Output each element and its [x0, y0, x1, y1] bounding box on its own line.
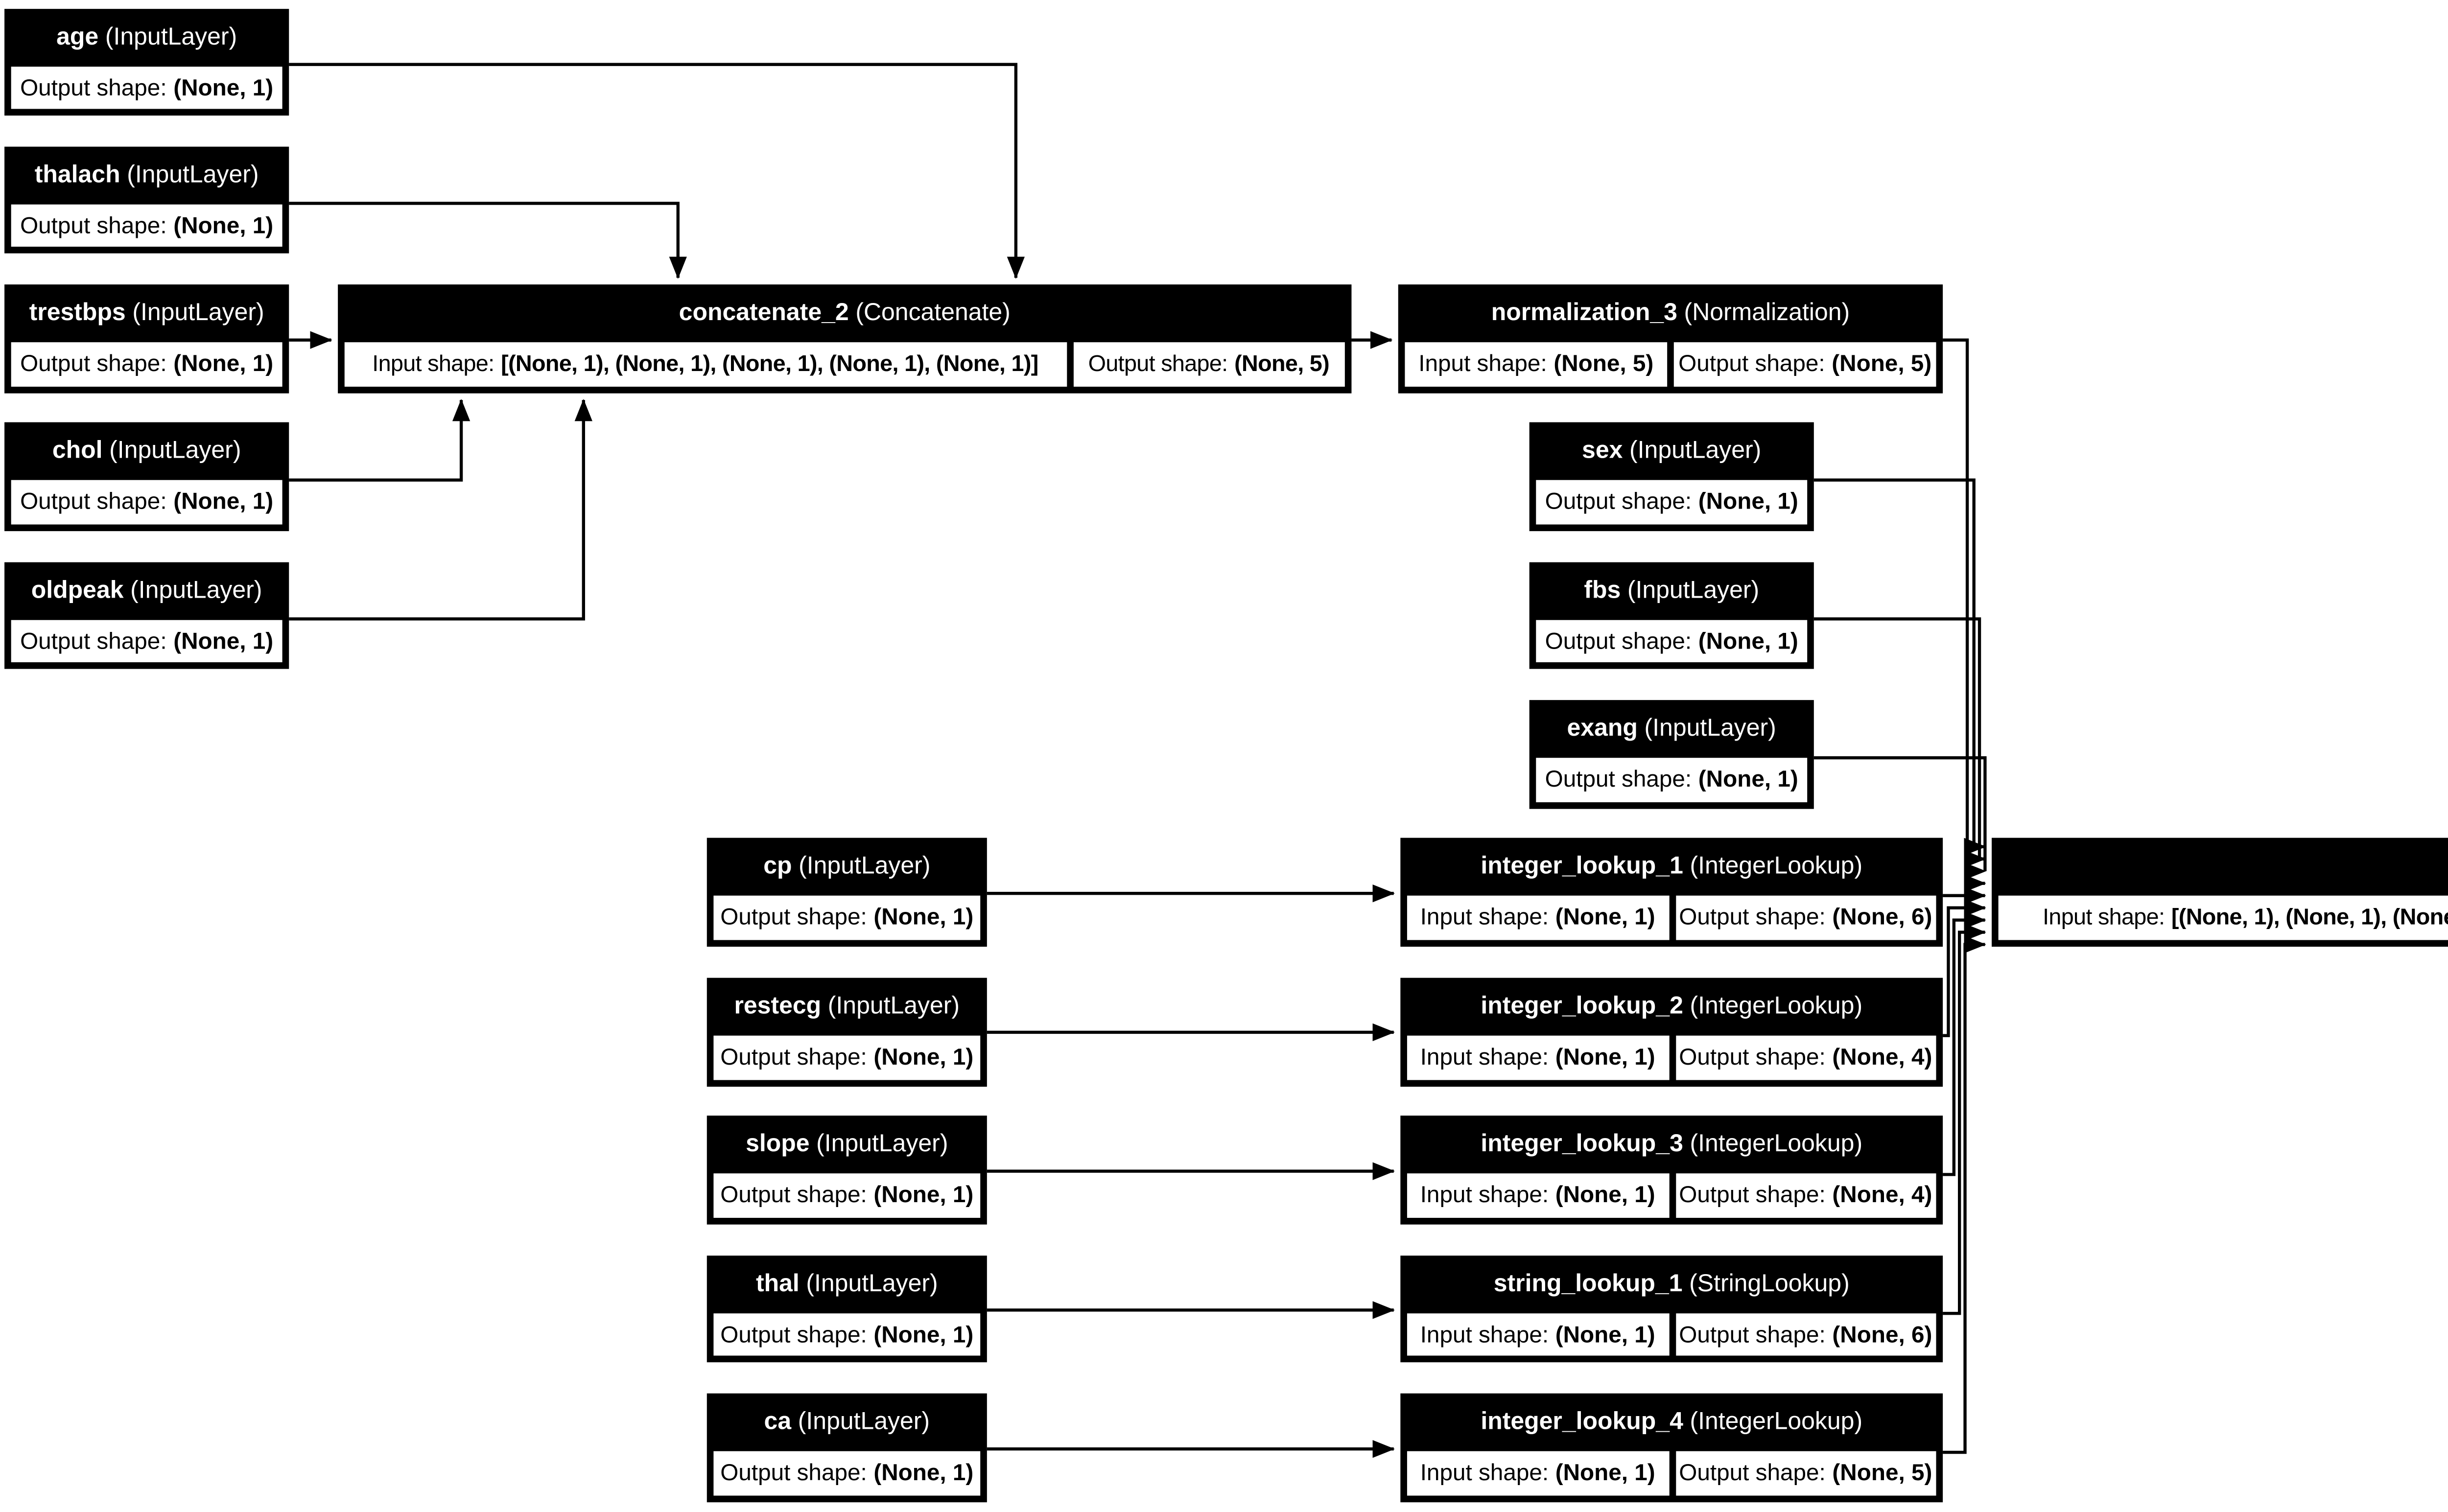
- layer-header: ca(InputLayer): [764, 1409, 930, 1436]
- output-shape-cell: Output shape:(None, 1): [11, 67, 282, 109]
- layer-header: integer_lookup_3(IntegerLookup): [1481, 1131, 1863, 1158]
- input-shape-cell: Input shape:(None, 1): [1407, 1173, 1669, 1218]
- layer-header: age(InputLayer): [56, 24, 237, 51]
- output-shape-cell: Output shape:(None, 1): [11, 204, 282, 247]
- layer-header: slope(InputLayer): [746, 1131, 948, 1158]
- layer-node-chol: chol(InputLayer) Output shape:(None, 1): [4, 422, 289, 532]
- edge-oldpeak-concatenate_2: [289, 398, 592, 621]
- layer-node-oldpeak: oldpeak(InputLayer) Output shape:(None, …: [4, 562, 289, 669]
- output-shape-cell: Output shape:(None, 6): [1675, 1313, 1936, 1356]
- output-shape-cell: Output shape:(None, 1): [713, 1313, 981, 1356]
- output-shape-cell: Output shape:(None, 5): [1673, 342, 1936, 387]
- input-shape-cell: Input shape:(None, 1): [1407, 1451, 1669, 1496]
- layer-header: restecg(InputLayer): [734, 993, 960, 1020]
- input-shape-cell: Input shape:[(None, 1), (None, 1), (None…: [1998, 895, 2448, 940]
- output-shape-cell: Output shape:(None, 1): [1536, 480, 1808, 525]
- layer-node-restecg: restecg(InputLayer) Output shape:(None, …: [706, 977, 987, 1087]
- layer-header: integer_lookup_4(IntegerLookup): [1481, 1409, 1863, 1436]
- layer-node-sex: sex(InputLayer) Output shape:(None, 1): [1529, 422, 1814, 532]
- layer-node-thalach: thalach(InputLayer) Output shape:(None, …: [4, 146, 289, 254]
- layer-node-concatenate_2: concatenate_2(Concatenate) Input shape:[…: [338, 284, 1352, 394]
- layer-header: chol(InputLayer): [52, 438, 241, 465]
- layer-node-fbs: fbs(InputLayer) Output shape:(None, 1): [1529, 562, 1814, 669]
- edge-normalization_3-concatenate_3: [1943, 338, 1986, 892]
- output-shape-cell: Output shape:(None, 4): [1675, 1173, 1936, 1218]
- input-shape-cell: Input shape:(None, 1): [1407, 1035, 1669, 1080]
- layer-node-trestbps: trestbps(InputLayer) Output shape:(None,…: [4, 284, 289, 394]
- layer-header: string_lookup_1(StringLookup): [1493, 1271, 1850, 1298]
- layer-header: integer_lookup_2(IntegerLookup): [1481, 993, 1863, 1020]
- layer-header: cp(InputLayer): [763, 853, 931, 880]
- output-shape-cell: Output shape:(None, 5): [1072, 342, 1345, 387]
- layer-node-concatenate_3: concatenate_3(Concatenate) Input shape:[…: [1992, 837, 2448, 947]
- layer-node-exang: exang(InputLayer) Output shape:(None, 1): [1529, 700, 1814, 809]
- output-shape-cell: Output shape:(None, 1): [11, 620, 282, 662]
- edge-string_lookup_1-concatenate_3: [1943, 923, 1986, 1315]
- output-shape-cell: Output shape:(None, 1): [11, 480, 282, 525]
- edge-chol-concatenate_2: [289, 398, 471, 482]
- input-shape-cell: Input shape:(None, 1): [1407, 895, 1669, 940]
- output-shape-cell: Output shape:(None, 4): [1675, 1035, 1936, 1080]
- layer-node-ca: ca(InputLayer) Output shape:(None, 1): [706, 1393, 987, 1503]
- layer-header: normalization_3(Normalization): [1491, 300, 1850, 327]
- layer-header: sex(InputLayer): [1582, 438, 1762, 465]
- input-shape-cell: Input shape:[(None, 1), (None, 1), (None…: [344, 342, 1066, 387]
- layer-header: thalach(InputLayer): [34, 162, 259, 189]
- output-shape-cell: Output shape:(None, 1): [713, 1035, 981, 1080]
- edge-sex-concatenate_3: [1813, 478, 1986, 856]
- edge-integer_lookup_2-concatenate_3: [1943, 899, 1986, 1037]
- edge-integer_lookup_4-concatenate_3: [1943, 935, 1986, 1454]
- output-shape-cell: Output shape:(None, 6): [1675, 895, 1936, 940]
- layer-node-normalization_3: normalization_3(Normalization) Input sha…: [1398, 284, 1943, 394]
- layer-header: thal(InputLayer): [755, 1271, 938, 1298]
- edge-fbs-concatenate_3: [1813, 617, 1986, 868]
- layer-node-integer_lookup_1: integer_lookup_1(IntegerLookup) Input sh…: [1400, 837, 1943, 947]
- edge-age-concatenate_2: [289, 63, 1025, 279]
- layer-header: trestbps(InputLayer): [29, 300, 264, 327]
- layer-header: exang(InputLayer): [1567, 715, 1776, 743]
- output-shape-cell: Output shape:(None, 1): [11, 342, 282, 387]
- layer-node-integer_lookup_4: integer_lookup_4(IntegerLookup) Input sh…: [1400, 1393, 1943, 1503]
- edge-integer_lookup_3-concatenate_3: [1943, 911, 1986, 1176]
- edge-thalach-concatenate_2: [289, 202, 687, 279]
- input-shape-cell: Input shape:(None, 5): [1405, 342, 1668, 387]
- layer-header: fbs(InputLayer): [1584, 578, 1760, 605]
- layer-node-thal: thal(InputLayer) Output shape:(None, 1): [706, 1256, 987, 1363]
- layer-node-slope: slope(InputLayer) Output shape:(None, 1): [706, 1116, 987, 1225]
- layer-header: concatenate_3(Concatenate): [1992, 838, 2448, 896]
- output-shape-cell: Output shape:(None, 1): [713, 895, 981, 940]
- output-shape-cell: Output shape:(None, 1): [713, 1173, 981, 1218]
- input-shape-cell: Input shape:(None, 1): [1407, 1313, 1669, 1356]
- layer-node-string_lookup_1: string_lookup_1(StringLookup) Input shap…: [1400, 1256, 1943, 1363]
- layer-node-integer_lookup_3: integer_lookup_3(IntegerLookup) Input sh…: [1400, 1116, 1943, 1225]
- layer-header: concatenate_2(Concatenate): [679, 300, 1011, 327]
- layer-node-integer_lookup_2: integer_lookup_2(IntegerLookup) Input sh…: [1400, 977, 1943, 1087]
- layer-node-cp: cp(InputLayer) Output shape:(None, 1): [706, 837, 987, 947]
- layer-node-age: age(InputLayer) Output shape:(None, 1): [4, 9, 289, 116]
- output-shape-cell: Output shape:(None, 1): [713, 1451, 981, 1496]
- output-shape-cell: Output shape:(None, 5): [1675, 1451, 1936, 1496]
- layer-header: integer_lookup_1(IntegerLookup): [1481, 853, 1863, 880]
- output-shape-cell: Output shape:(None, 1): [1536, 758, 1808, 803]
- layer-header: oldpeak(InputLayer): [31, 578, 262, 605]
- output-shape-cell: Output shape:(None, 1): [1536, 620, 1808, 662]
